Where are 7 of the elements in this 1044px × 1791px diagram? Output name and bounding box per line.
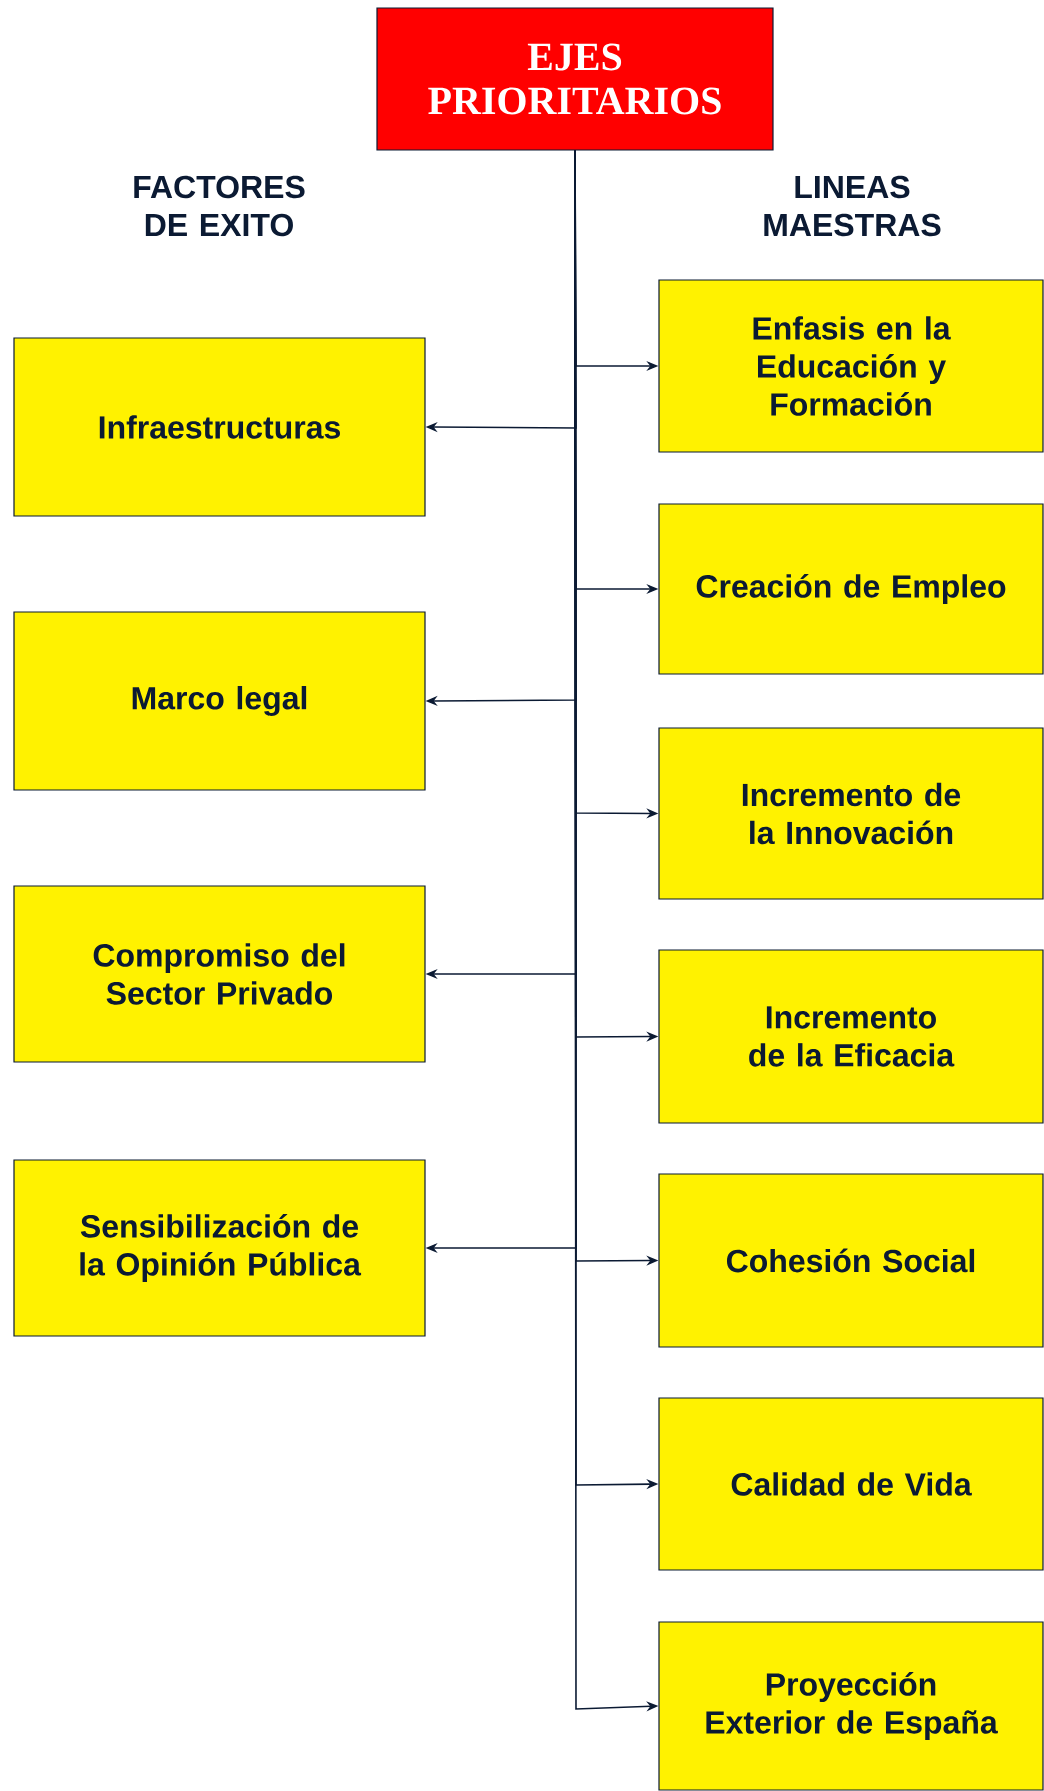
factor-box: Marco legal	[13, 611, 426, 791]
heading: LINEAS MAESTRAS	[764, 175, 941, 237]
title-box: EJES PRIORITARIOS	[376, 7, 774, 151]
factor-box: Compromiso del Sector Privado	[13, 885, 426, 1063]
heading: FACTORES DE EXITO	[134, 175, 305, 237]
factor-box: Sensibilización de la Opinión Pública	[13, 1159, 426, 1337]
factor-box: Infraestructuras	[13, 337, 426, 517]
